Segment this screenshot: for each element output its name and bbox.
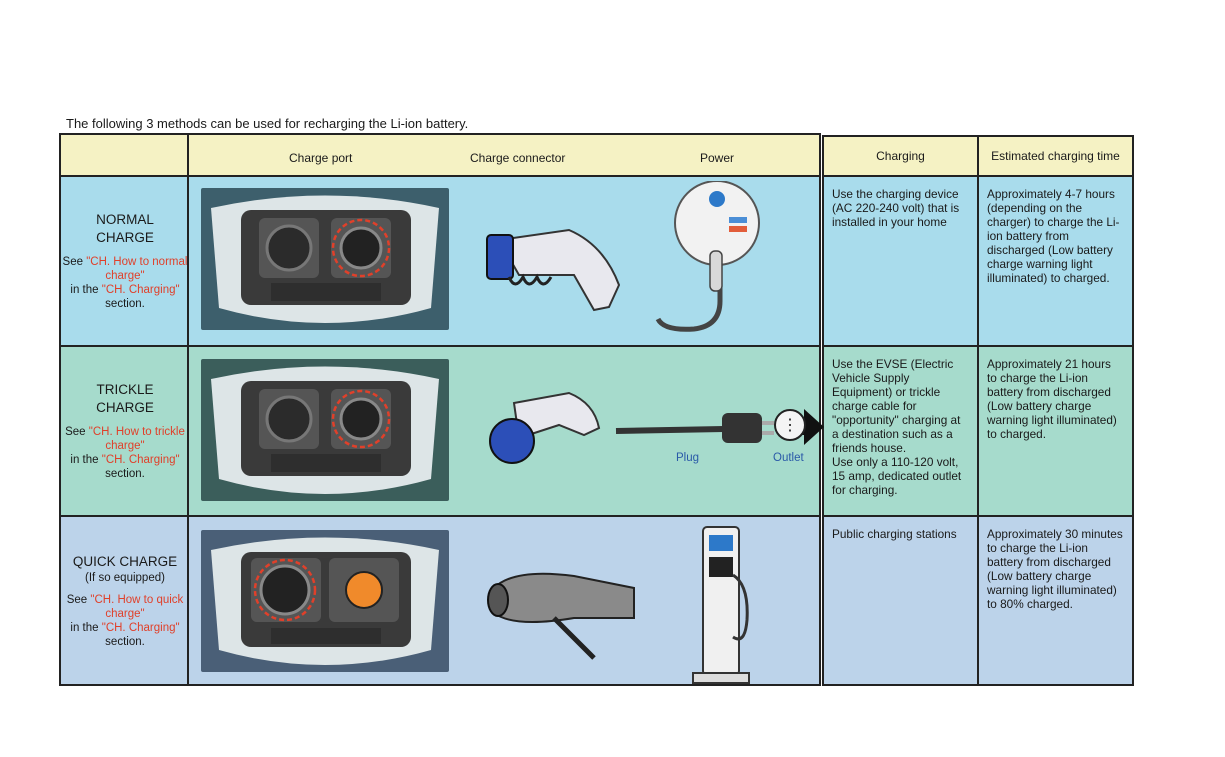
row-quick-method: QUICK CHARGE (If so equipped) See "CH. H… [59, 515, 189, 686]
connector-image [489, 391, 601, 464]
wall-charger-image [655, 181, 760, 332]
method-title: QUICK CHARGE [72, 553, 178, 569]
row-trickle-charging: Use the EVSE (Electric Vehicle Supply Eq… [822, 345, 979, 517]
plug-cable-image [615, 409, 824, 445]
charge-port-photo [201, 530, 449, 672]
see-reference: See "CH. How to normal charge"in the "CH… [62, 256, 188, 310]
header-power: Power [700, 151, 735, 165]
charge-port-photo [201, 359, 449, 501]
row-normal-method: NORMAL CHARGE See "CH. How to normal cha… [59, 175, 189, 347]
see-reference: See "CH. How to trickle charge"in the "C… [65, 426, 185, 480]
header-charge-port: Charge port [289, 151, 353, 165]
method-title: CHARGE [96, 230, 154, 245]
row-quick-time: Approximately 30 minutes to charge the L… [977, 515, 1134, 686]
method-title: TRICKLE [96, 382, 154, 397]
connector-image [486, 228, 621, 312]
outlet-label: Outlet [773, 452, 804, 464]
header-blank [59, 133, 189, 177]
charging-station-image [692, 526, 750, 684]
row-quick-charging: Public charging stations [822, 515, 979, 686]
see-reference: See "CH. How to quick charge"in the "CH.… [66, 593, 184, 648]
method-title: CHARGE [96, 400, 154, 415]
row-normal-charging: Use the charging device (AC 220-240 volt… [822, 175, 979, 347]
outlet-icon: ⋮ [774, 409, 806, 441]
row-normal-time: Approximately 4-7 hours (depending on th… [977, 175, 1134, 347]
plug-label: Plug [676, 452, 700, 464]
quick-connector-image [487, 572, 635, 660]
method-title: NORMAL [96, 212, 154, 227]
header-charge-connector: Charge connector [470, 151, 566, 165]
charge-port-photo [201, 188, 449, 330]
method-subtitle: (If so equipped) [85, 571, 165, 584]
row-trickle-time: Approximately 21 hours to charge the Li-… [977, 345, 1134, 517]
header-time: Estimated charging time [977, 135, 1134, 177]
intro-text: The following 3 methods can be used for … [66, 116, 469, 131]
header-charging: Charging [822, 135, 979, 177]
charging-methods-table: Charge port Charge connector Power Charg… [59, 133, 1134, 686]
row-trickle-method: TRICKLE CHARGE See "CH. How to trickle c… [59, 345, 189, 517]
